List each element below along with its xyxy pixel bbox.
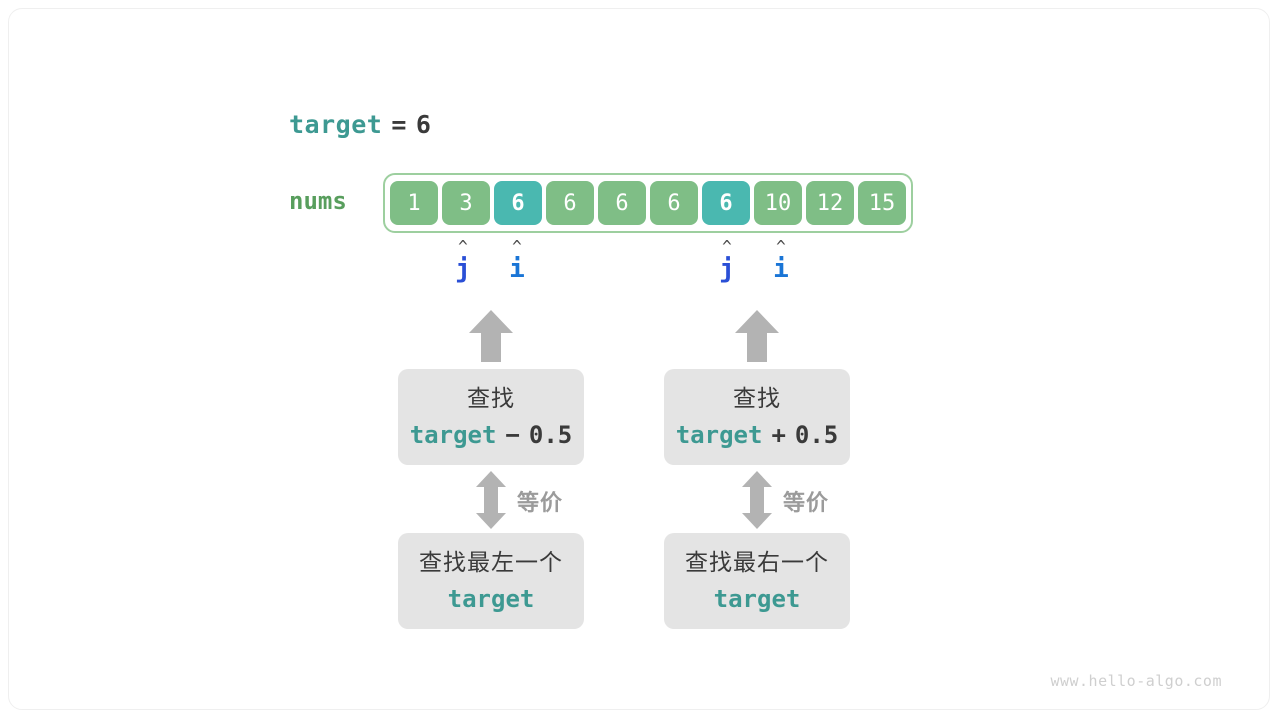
search-box-right[interactable]: 查找 target +0.5 bbox=[664, 369, 850, 465]
array-cell-1[interactable]: 3 bbox=[442, 181, 490, 225]
search-box-right-line1: 查找 bbox=[733, 385, 781, 412]
array-cell-2[interactable]: 6 bbox=[494, 181, 542, 225]
result-box-right[interactable]: 查找最右一个 target bbox=[664, 533, 850, 629]
search-box-left-expression: target−0.5 bbox=[410, 419, 573, 451]
equivalence-label: 等价 bbox=[517, 491, 564, 516]
search-box-right-expression: target +0.5 bbox=[676, 419, 839, 451]
pointer-j-left: ^ j bbox=[443, 237, 483, 285]
pointer-label: i bbox=[509, 254, 525, 284]
diagram-frame bbox=[8, 8, 1270, 710]
equivalence-group-left: 等价 bbox=[475, 471, 635, 529]
double-arrow-icon bbox=[475, 471, 507, 529]
equivalence-label: 等价 bbox=[783, 491, 830, 516]
array-label: nums bbox=[289, 187, 347, 215]
target-keyword: target bbox=[289, 110, 383, 139]
target-keyword: target bbox=[409, 420, 497, 449]
caret-icon: ^ bbox=[512, 237, 522, 256]
target-keyword: target bbox=[675, 420, 763, 449]
array-cell-4[interactable]: 6 bbox=[598, 181, 646, 225]
pointer-label: i bbox=[773, 254, 789, 284]
search-box-left[interactable]: 查找 target−0.5 bbox=[398, 369, 584, 465]
pointer-label: j bbox=[455, 254, 471, 284]
up-arrow-icon-left bbox=[468, 310, 514, 362]
caret-icon: ^ bbox=[458, 237, 468, 256]
array-cell-0[interactable]: 1 bbox=[390, 181, 438, 225]
pointer-j-right: ^ j bbox=[707, 237, 747, 285]
offset-value: 0.5 bbox=[528, 420, 573, 449]
equals-sign: = bbox=[391, 110, 407, 139]
array-cell-8[interactable]: 12 bbox=[806, 181, 854, 225]
array-cell-9[interactable]: 15 bbox=[858, 181, 906, 225]
operator-token: + bbox=[771, 420, 786, 449]
caret-icon: ^ bbox=[776, 237, 786, 256]
double-arrow-icon bbox=[741, 471, 773, 529]
offset-value: 0.5 bbox=[794, 420, 839, 449]
up-arrow-icon-right bbox=[734, 310, 780, 362]
nums-array: 1 3 6 6 6 6 6 10 12 15 bbox=[383, 173, 913, 233]
result-box-left-target: target bbox=[448, 583, 535, 615]
array-cell-5[interactable]: 6 bbox=[650, 181, 698, 225]
pointer-i-left: ^ i bbox=[497, 237, 537, 285]
target-value: 6 bbox=[415, 110, 432, 139]
target-keyword: target bbox=[447, 584, 535, 613]
array-cell-6[interactable]: 6 bbox=[702, 181, 750, 225]
array-cell-3[interactable]: 6 bbox=[546, 181, 594, 225]
pointer-i-right: ^ i bbox=[761, 237, 801, 285]
caret-icon: ^ bbox=[722, 237, 732, 256]
pointer-label: j bbox=[719, 254, 735, 284]
result-box-left-line1: 查找最左一个 bbox=[419, 549, 563, 576]
operator-token: − bbox=[505, 420, 520, 449]
target-expression: target = 6 bbox=[289, 110, 431, 139]
watermark: www.hello-algo.com bbox=[1050, 672, 1222, 690]
result-box-right-line1: 查找最右一个 bbox=[685, 549, 829, 576]
result-box-left[interactable]: 查找最左一个 target bbox=[398, 533, 584, 629]
target-keyword: target bbox=[713, 584, 801, 613]
array-cell-7[interactable]: 10 bbox=[754, 181, 802, 225]
result-box-right-target: target bbox=[714, 583, 801, 615]
search-box-left-line1: 查找 bbox=[467, 385, 515, 412]
equivalence-group-right: 等价 bbox=[741, 471, 901, 529]
